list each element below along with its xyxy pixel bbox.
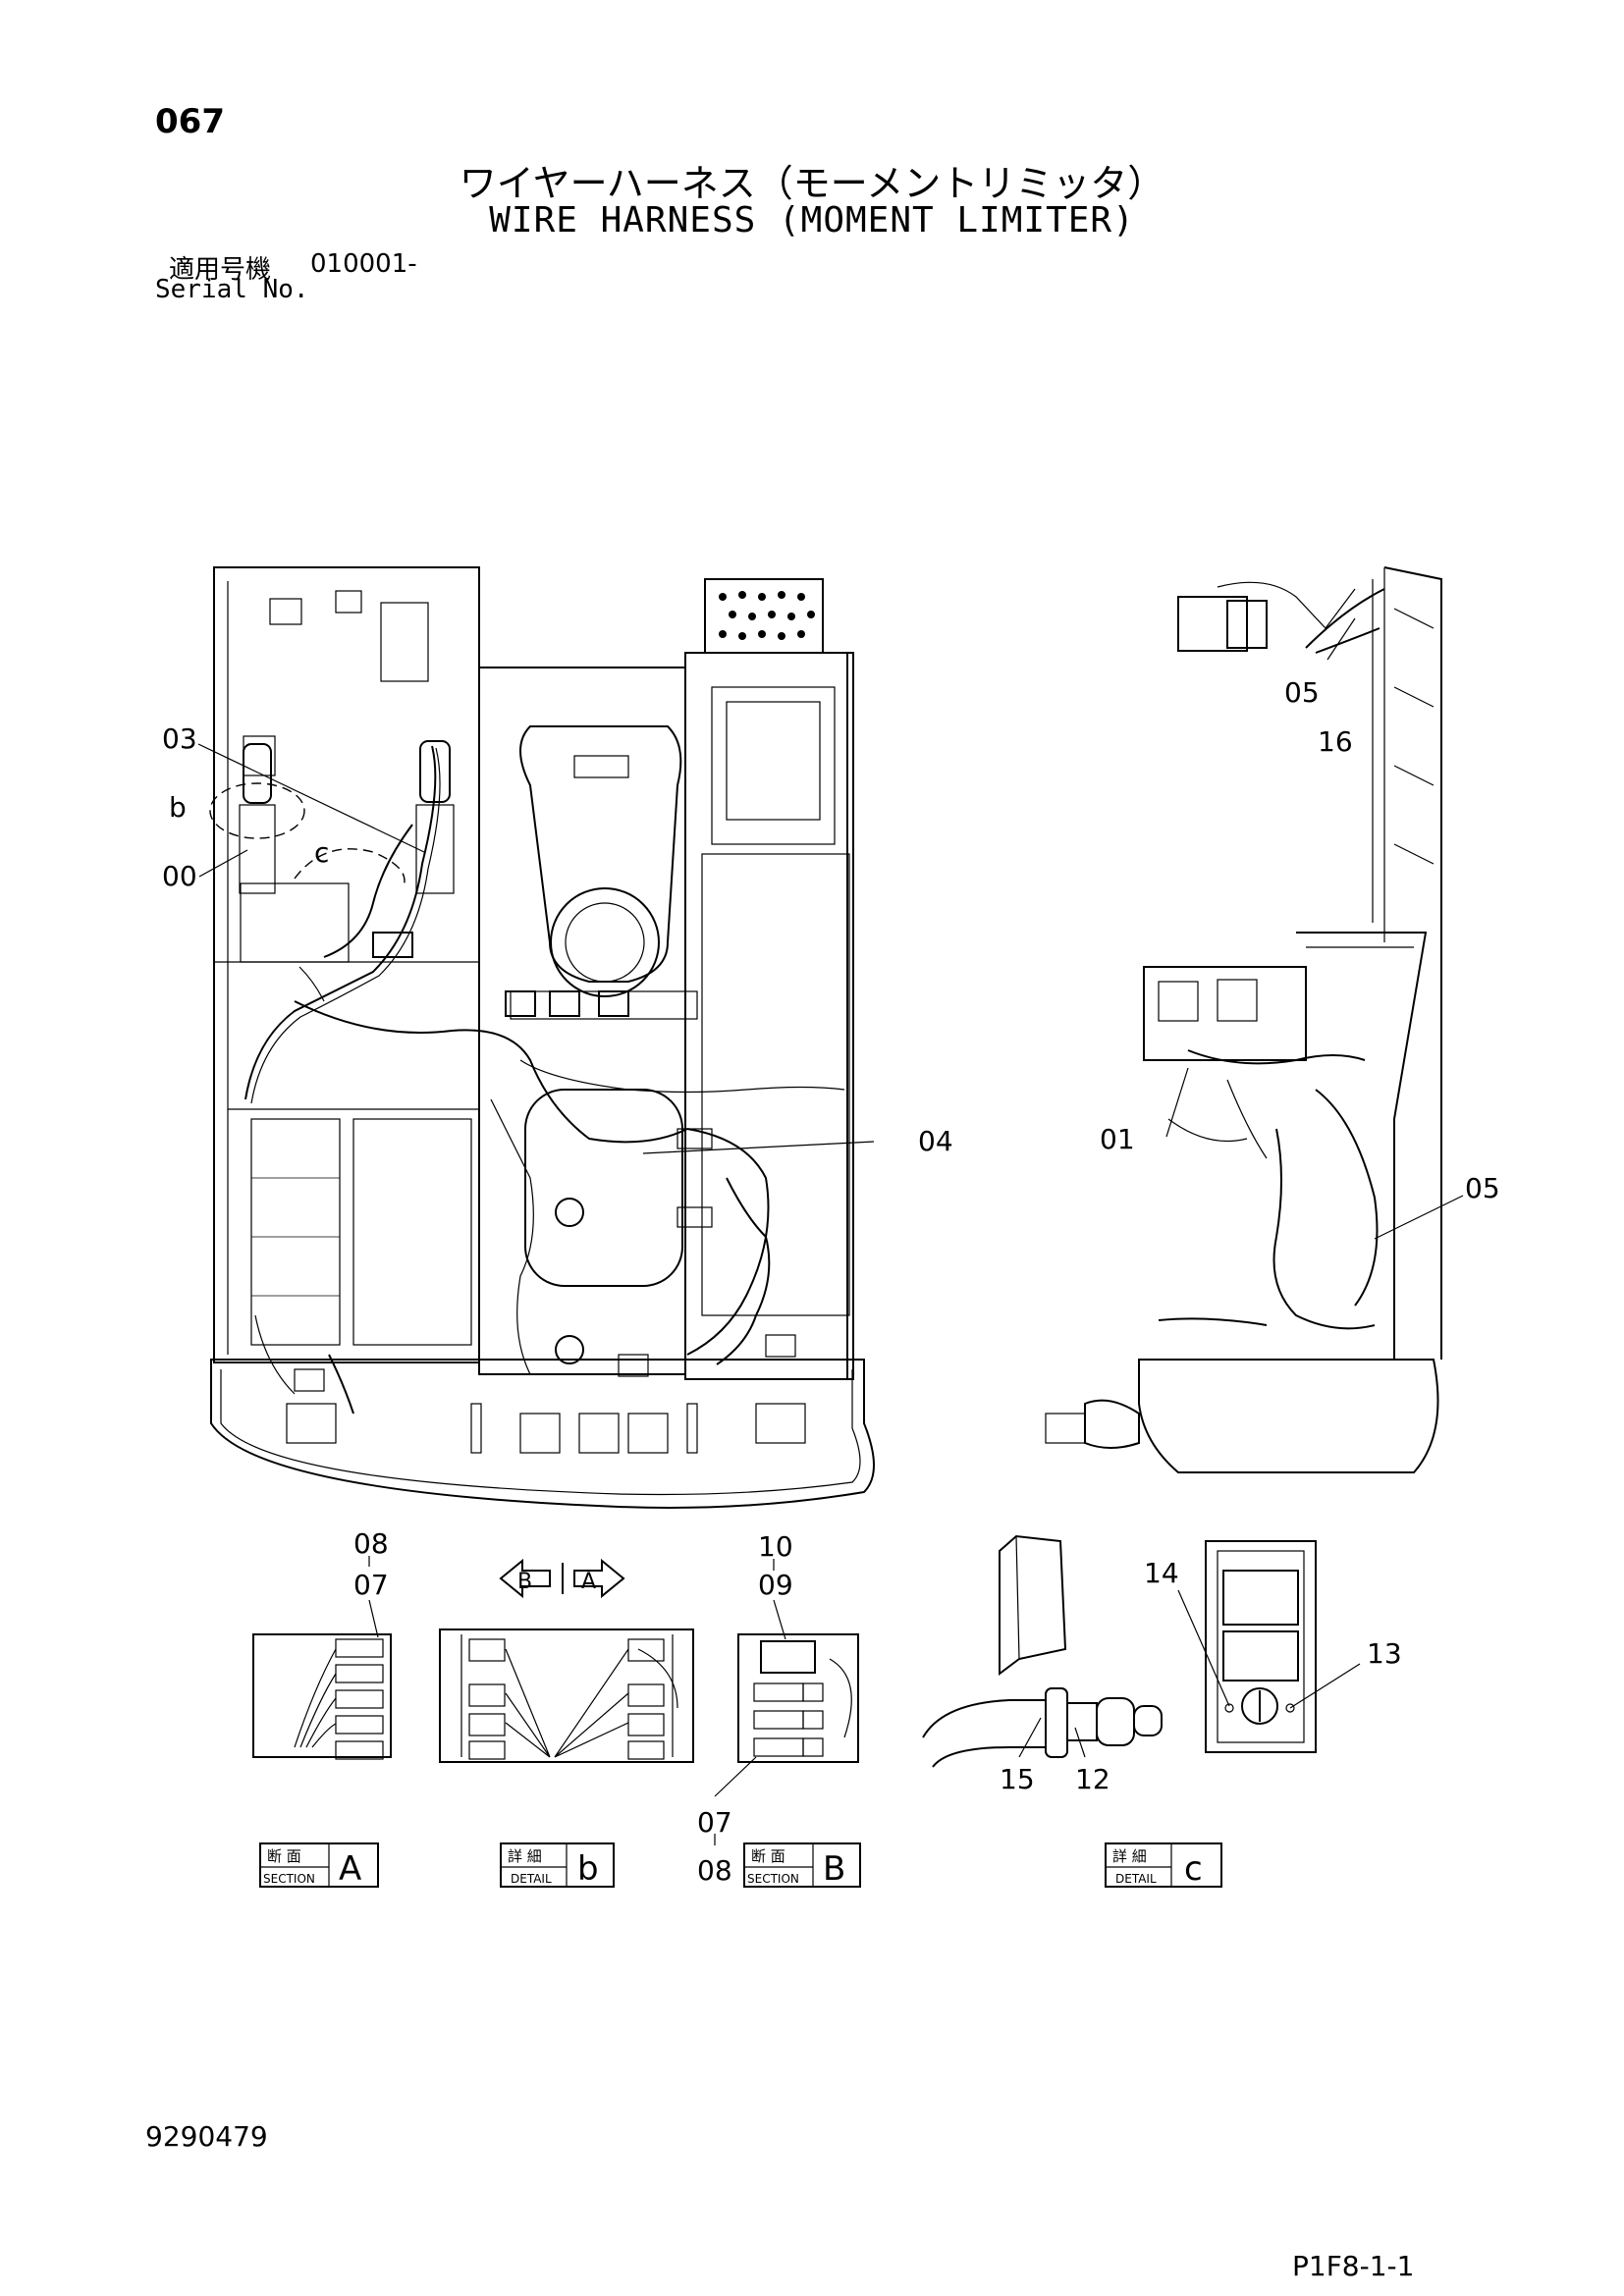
callout-section-a-07: 07 [353,1569,389,1601]
page-number: 067 [155,102,225,141]
callout-04: 04 [918,1125,953,1157]
document-number: 9290479 [145,2120,268,2153]
callout-section-b-07: 07 [697,1806,732,1839]
callout-05-mid: 05 [1465,1172,1500,1204]
section-b-label-ja: 断 面 [751,1847,785,1865]
label-section-b: 断 面 SECTION B [743,1842,861,1889]
serial-label-japanese: 適用号機 [169,255,272,285]
section-a-label-en: SECTION [263,1872,315,1886]
serial-label-english: Serial No. [155,275,309,304]
main-plan-view [197,566,875,1509]
section-b-label-en: SECTION [747,1872,799,1886]
title-japanese: ワイヤーハーネス（モーメントリミッタ） [459,162,1165,205]
callout-15: 15 [1000,1763,1035,1795]
callout-14: 14 [1144,1557,1179,1589]
detail-b-view [439,1558,694,1763]
label-detail-c: 詳 細 DETAIL c [1105,1842,1222,1889]
callout-section-a-08: 08 [353,1527,389,1560]
callout-12: 12 [1075,1763,1110,1795]
callout-05-top: 05 [1284,676,1320,709]
callout-c: c [314,836,329,869]
callout-01: 01 [1100,1123,1135,1155]
detail-c-label-ja: 詳 細 [1112,1847,1147,1865]
callout-03: 03 [162,722,197,755]
serial-value: 010001- [310,249,417,279]
callout-b: b [169,791,187,824]
label-detail-b: 詳 細 DETAIL b [500,1842,615,1889]
arrow-label-a: A [581,1570,596,1594]
detail-b-label-ja: 詳 細 [508,1847,542,1865]
detail-c-marker [294,848,406,889]
arrow-label-b: B [517,1570,532,1594]
detail-b-label-letter: b [577,1849,599,1889]
section-a-view [252,1556,392,1760]
view-arrow-b [499,1558,551,1599]
callout-16: 16 [1318,725,1353,758]
callout-section-b-09: 09 [758,1569,793,1601]
section-a-label-letter: A [339,1849,361,1889]
callout-00: 00 [162,860,197,892]
page-code: P1F8-1-1 [1292,2250,1415,2282]
detail-c-view [922,1534,1361,1768]
side-elevation-view [1045,566,1464,1473]
section-b-label-letter: B [823,1849,845,1889]
label-section-a: 断 面 SECTION A [259,1842,379,1889]
view-arrow-a [573,1558,625,1599]
detail-c-label-en: DETAIL [1115,1872,1157,1886]
callout-13: 13 [1367,1637,1402,1670]
callout-section-b-10: 10 [758,1530,793,1563]
section-a-label-ja: 断 面 [267,1847,301,1865]
vent-grille [719,591,815,640]
detail-c-label-letter: c [1184,1849,1203,1889]
callout-section-b-08: 08 [697,1854,732,1887]
detail-b-marker [209,782,305,839]
detail-b-label-en: DETAIL [511,1872,552,1886]
section-b-view [714,1559,859,1845]
callout-numbers: 03 b 00 c 04 05 16 01 05 08 07 10 09 07 … [162,676,1500,1887]
title-english: WIRE HARNESS (MOMENT LIMITER) [489,200,1135,240]
